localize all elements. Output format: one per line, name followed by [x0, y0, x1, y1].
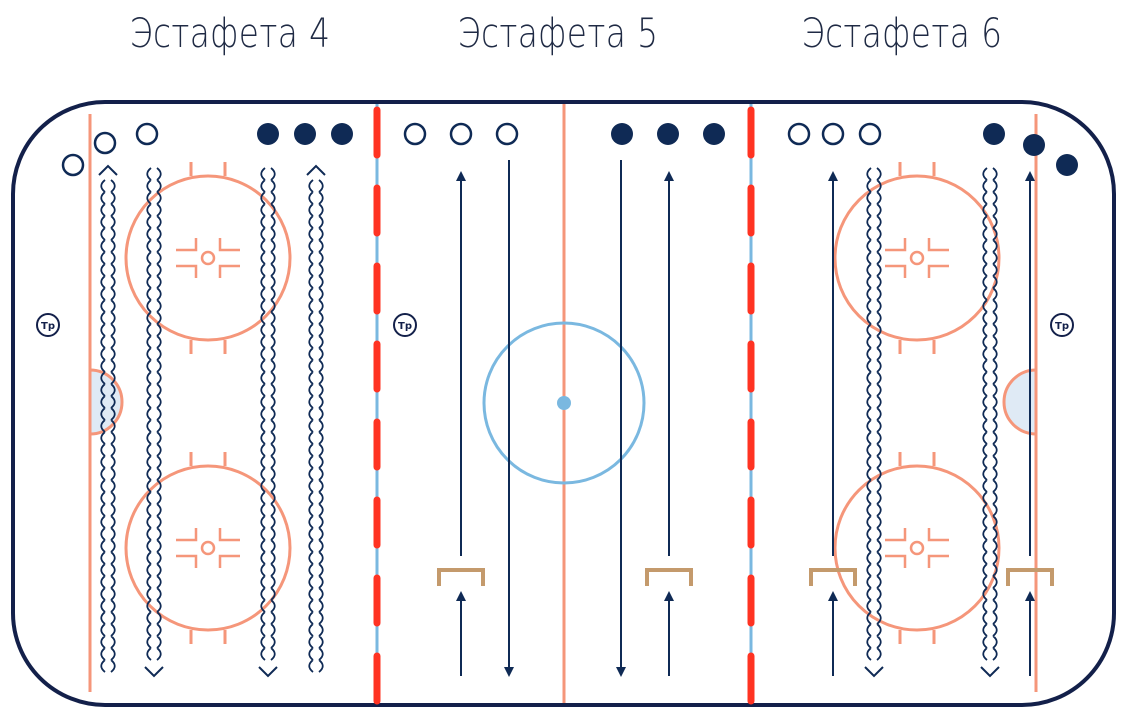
player-filled-icon: [331, 123, 353, 145]
player-filled-icon: [1056, 154, 1078, 176]
player-open-icon: [821, 122, 845, 146]
player-filled-icon: [611, 123, 633, 145]
coach-label: Тр: [1055, 321, 1069, 332]
weave-path: [146, 167, 162, 661]
faceoff-circle: [124, 452, 292, 644]
coach-label: Тр: [398, 321, 412, 332]
barrier-icon: [645, 568, 693, 586]
player-filled-icon: [983, 123, 1005, 145]
faceoff-circle: [833, 452, 1001, 644]
center-circle: [482, 321, 646, 485]
barrier-icon: [809, 568, 857, 586]
chevron-down-icon: [258, 666, 278, 678]
center-dot: [557, 396, 571, 410]
title-relay-5: Эстафета 5: [457, 11, 659, 57]
weave-path: [260, 167, 276, 661]
player-open-icon: [787, 122, 811, 146]
player-filled-icon: [703, 123, 725, 145]
chevron-up-icon: [306, 164, 326, 176]
player-filled-icon: [1023, 134, 1045, 156]
weave-path: [100, 179, 116, 673]
title-relay-6: Эстафета 6: [801, 11, 1003, 57]
barrier-icon: [437, 568, 485, 586]
player-open-icon: [449, 122, 473, 146]
weave-path: [866, 167, 882, 661]
player-open-icon: [403, 122, 427, 146]
chevron-down-icon: [864, 666, 884, 678]
goal-crease-right: [1002, 368, 1038, 436]
player-filled-icon: [657, 123, 679, 145]
chevron-up-icon: [98, 164, 118, 176]
player-open-icon: [135, 122, 159, 146]
faceoff-circle: [124, 162, 292, 354]
player-open-icon: [495, 122, 519, 146]
coach-marker-right: Тр: [1050, 313, 1074, 337]
title-relay-4: Эстафета 4: [129, 11, 331, 57]
chevron-down-icon: [144, 666, 164, 678]
coach-marker-left: Тр: [36, 313, 60, 337]
player-filled-icon: [294, 123, 316, 145]
chevron-down-icon: [980, 666, 1000, 678]
player-filled-icon: [257, 123, 279, 145]
coach-label: Тр: [41, 321, 55, 332]
player-open-icon: [858, 122, 882, 146]
faceoff-circle: [833, 162, 1001, 354]
weave-path: [308, 179, 324, 673]
player-open-icon: [61, 153, 85, 177]
weave-path: [982, 167, 998, 661]
coach-marker-center: Тр: [393, 313, 417, 337]
barrier-icon: [1006, 568, 1054, 586]
player-open-icon: [93, 131, 117, 155]
